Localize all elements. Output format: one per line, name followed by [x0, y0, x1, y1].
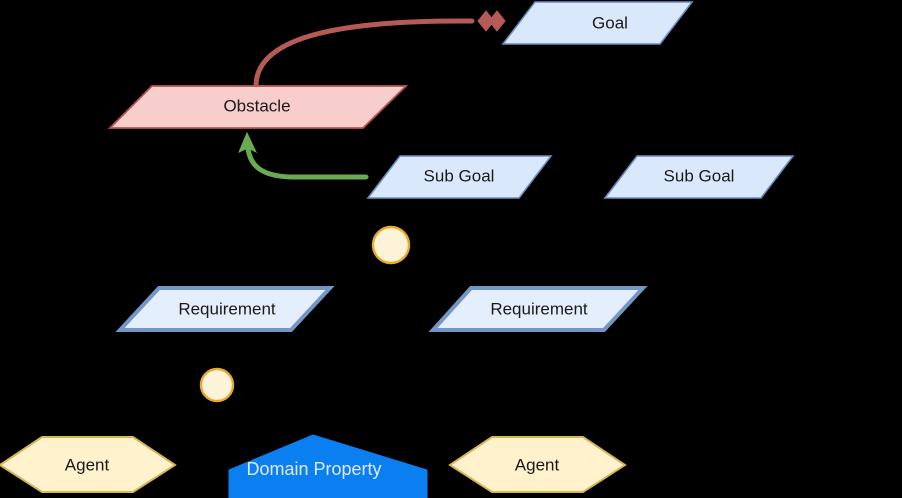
node-sub-goal-left[interactable]: Sub Goal: [366, 155, 553, 199]
edge-resolution-path: [245, 145, 369, 180]
agent-right-hexagon[interactable]: [448, 436, 627, 493]
goal-parallelogram[interactable]: [501, 1, 694, 45]
node-refinement-lower[interactable]: [199, 367, 235, 403]
double-diamond-marker-icon: [477, 10, 506, 32]
domain-property-pentagon[interactable]: [228, 434, 428, 498]
edge-obstruction-path: [253, 18, 475, 89]
node-domain-property[interactable]: Domain Property: [228, 434, 428, 498]
refinement-upper-circle[interactable]: [371, 225, 411, 265]
node-agent-right[interactable]: Agent: [448, 436, 627, 493]
node-requirement-right[interactable]: Requirement: [428, 286, 648, 332]
node-sub-goal-right[interactable]: Sub Goal: [603, 155, 795, 199]
refinement-lower-circle[interactable]: [199, 367, 235, 403]
requirement-right-parallelogram[interactable]: [428, 286, 648, 332]
node-requirement-left[interactable]: Requirement: [115, 286, 335, 332]
edge-resolution[interactable]: [238, 131, 369, 180]
requirement-left-parallelogram[interactable]: [115, 286, 335, 332]
edge-obstruction[interactable]: [253, 10, 506, 89]
arrowhead-icon: [238, 131, 258, 154]
obstacle-parallelogram[interactable]: [107, 85, 409, 129]
node-goal[interactable]: Goal: [501, 1, 694, 45]
agent-left-hexagon[interactable]: [0, 436, 177, 493]
node-refinement-upper[interactable]: [371, 225, 411, 265]
node-obstacle[interactable]: Obstacle: [107, 85, 409, 129]
node-agent-left[interactable]: Agent: [0, 436, 177, 493]
sub-goal-left-parallelogram[interactable]: [366, 155, 553, 199]
sub-goal-right-parallelogram[interactable]: [603, 155, 795, 199]
